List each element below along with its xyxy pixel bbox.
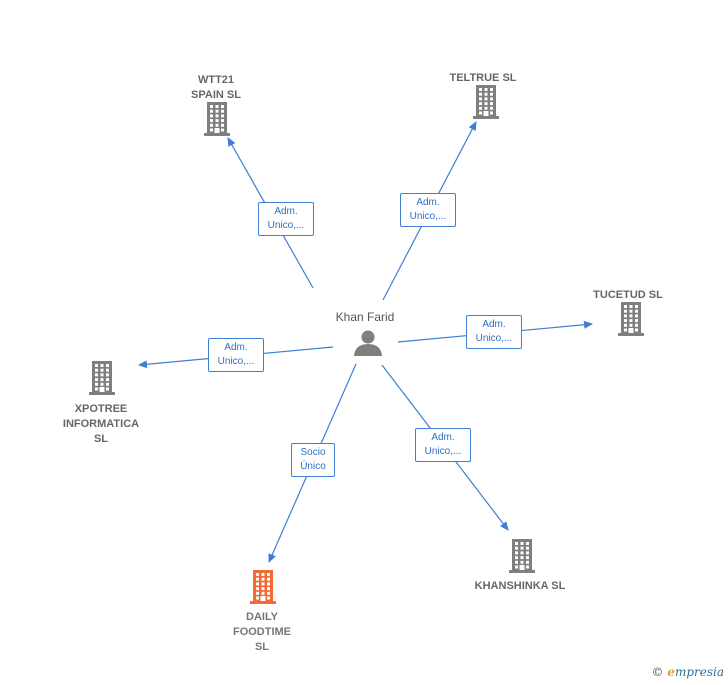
brand-logo-text: mpresia [674, 665, 724, 679]
edge-label-khanshinka[interactable]: Adm. Unico,... [415, 428, 471, 462]
edge-label-line: Adm. [224, 342, 248, 353]
building-icon [618, 302, 644, 336]
building-icon [250, 570, 276, 604]
company-label-teltrue: TELTRUE SL [449, 72, 517, 84]
brand-logo-e: e [667, 665, 675, 679]
company-label-daily: DAILY FOODTIME SL [232, 611, 292, 653]
edge-label-line: Unico,... [475, 333, 513, 344]
edge-label-line: Adm. [274, 206, 298, 217]
company-label-wtt21: WTT21 SPAIN SL [191, 74, 241, 101]
company-label-xpotree: XPOTREE INFORMATICA SL [62, 403, 140, 445]
person-icon [354, 330, 382, 356]
edge-label-line: Socio [300, 447, 326, 458]
edge-label-line: Adm. [416, 197, 440, 208]
edge-label-line: Unico,... [267, 220, 305, 231]
edge-label-tucetud[interactable]: Adm. Unico,... [466, 315, 522, 349]
company-label-tucetud: TUCETUD SL [593, 289, 663, 301]
building-icon [509, 539, 535, 573]
edge-label-wtt21[interactable]: Adm. Unico,... [258, 202, 314, 236]
copyright-symbol: © [651, 665, 664, 679]
edge-label-line: Adm. [431, 432, 455, 443]
building-icon [204, 102, 230, 136]
edge-label-teltrue[interactable]: Adm. Unico,... [400, 193, 456, 227]
building-icon [89, 361, 115, 395]
edge-label-line: Único [300, 461, 326, 472]
brand-watermark: © empresia [651, 665, 724, 679]
edge-label-line: Unico,... [409, 211, 447, 222]
company-label-khanshinka: KHANSHINKA SL [474, 580, 566, 592]
edge-label-xpotree[interactable]: Adm. Unico,... [208, 338, 264, 372]
building-icon [473, 85, 499, 119]
edge-label-line: Adm. [482, 319, 506, 330]
edge-label-line: Unico,... [424, 446, 462, 457]
center-person-label: Khan Farid [335, 310, 395, 324]
edge-label-line: Unico,... [217, 356, 255, 367]
